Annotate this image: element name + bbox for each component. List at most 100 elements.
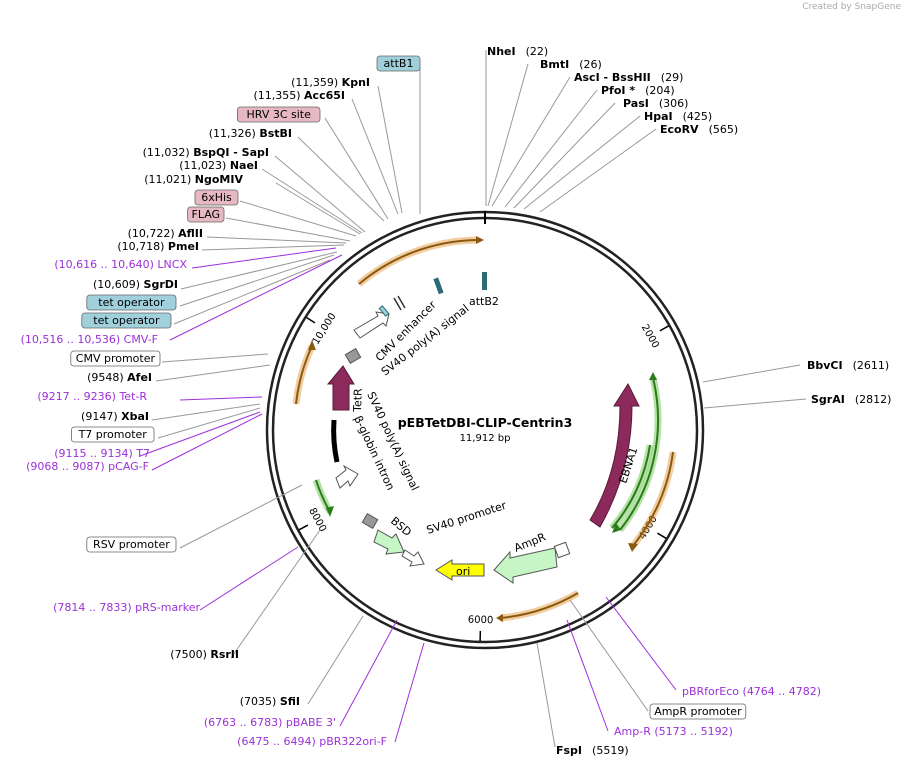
tetr-arrow (326, 365, 355, 411)
tick-label-4: 10,000 (311, 311, 339, 346)
enzyme-name: Acc65I (304, 89, 345, 102)
enzyme-position: (565) (709, 123, 739, 136)
enzyme-position: (5519) (592, 744, 629, 757)
ebna1-arrow (589, 382, 640, 528)
enzyme-position: (11,326) (209, 127, 260, 140)
enzyme-position: (7500) (170, 648, 210, 661)
attb1-marker (433, 277, 444, 295)
svg-text:attB1: attB1 (384, 57, 414, 70)
enzyme-name: KpnI (342, 76, 370, 89)
ampr-promoter-box (553, 541, 571, 559)
enzyme-label-right: BbvCI (2611) (807, 359, 889, 372)
svg-text:FLAG: FLAG (192, 208, 221, 221)
enzyme-label-right: SgrAI(2812) (811, 393, 891, 406)
enzyme-position: (306) (659, 97, 689, 110)
enzyme-position: (11,032) (143, 146, 194, 159)
enzyme-label-left: (7500) RsrII (170, 648, 239, 661)
primer-label: (6763 .. 6783) pBABE 3' (204, 716, 336, 729)
enzyme-name: BbvCI (807, 359, 843, 372)
primer-label: (10,616 .. 10,640) LNCX (54, 258, 187, 271)
enzyme-label-left: (10,609) SgrDI (93, 278, 178, 291)
tick-0 (659, 325, 669, 332)
enzyme-position: (204) (645, 84, 675, 97)
attb2-marker (482, 272, 487, 290)
enzyme-name: FspI (556, 744, 582, 757)
backbone (265, 210, 705, 650)
tick-1 (657, 532, 667, 539)
enzyme-label-left: (11,023) NaeI (179, 159, 258, 172)
enzyme-label-right: PasI (306) (623, 97, 688, 110)
plasmid-name: pEBTetDBI-CLIP-Centrin3 (398, 415, 573, 430)
plasmid-size: 11,912 bp (460, 433, 511, 444)
feature-label-box: attB1 (376, 55, 421, 72)
primer-label: (10,516 .. 10,536) CMV-F (21, 333, 158, 346)
enzyme-position: (9147) (81, 410, 121, 423)
feature-label-box: FLAG (187, 206, 225, 223)
enzyme-name: SfiI (280, 695, 300, 708)
tick-label-3: 8000 (306, 506, 328, 534)
enzyme-position: (2611) (853, 359, 890, 372)
sv40-polya-box-2 (361, 512, 379, 530)
sv40-polya-box (344, 347, 362, 365)
cmv-enhancer-arrow (353, 311, 390, 339)
enzyme-name: BstBI (259, 127, 292, 140)
enzyme-label-left: (11,326) BstBI (209, 127, 292, 140)
enzyme-label-left: (10,718) PmeI (117, 240, 199, 253)
enzyme-position: (10,722) (128, 227, 179, 240)
snapgene-credit: Created by SnapGene (802, 2, 901, 12)
svg-text:T7 promoter: T7 promoter (78, 428, 148, 441)
ori-arrow (435, 559, 485, 581)
enzyme-position: (11,355) (253, 89, 304, 102)
enzyme-label-left: (9548) AfeI (87, 371, 152, 384)
enzyme-label-left: (10,722) AflII (128, 227, 203, 240)
enzyme-position: (7035) (240, 695, 280, 708)
enzyme-name: BspQI - SapI (193, 146, 269, 159)
feature-label-box: T7 promoter (71, 426, 155, 443)
enzyme-name: AfeI (127, 371, 152, 384)
primer-leader-lines (139, 247, 677, 743)
bsd-arrow (373, 529, 405, 555)
attb2-label: attB2 (469, 295, 499, 308)
enzyme-position: (10,718) (117, 240, 168, 253)
enzyme-name: AscI - BssHII (574, 71, 651, 84)
primer-label: (6475 .. 6494) pBR322ori-F (237, 735, 387, 748)
left-labels: attB1 (11,359) KpnI(11,355) Acc65I HRV 3C … (21, 55, 421, 748)
enzyme-label-right: EcoRV(565) (660, 123, 738, 136)
ampr-arrow (493, 547, 558, 584)
enzyme-position: (29) (661, 71, 684, 84)
feature-label-box: HRV 3C site (236, 106, 321, 123)
primer-label: (9217 .. 9236) Tet-R (37, 390, 147, 403)
enzyme-name: NgoMIV (195, 173, 244, 186)
enzyme-position: (425) (683, 110, 713, 123)
feature-label-box: 6xHis (194, 189, 239, 206)
enzyme-label-left: (11,359) KpnI (291, 76, 370, 89)
enzyme-name: PasI (623, 97, 649, 110)
enzyme-position: (2812) (855, 393, 892, 406)
enzyme-position: (9548) (87, 371, 127, 384)
tetr-label: TetR (351, 388, 365, 413)
svg-text:tet operator: tet operator (93, 314, 160, 327)
enzyme-label-left: (11,355) Acc65I (253, 89, 345, 102)
svg-text:HRV 3C site: HRV 3C site (247, 108, 312, 121)
enzyme-position: (10,609) (93, 278, 144, 291)
tick-3 (298, 524, 309, 531)
enzyme-label-left: (11,032) BspQI - SapI (143, 146, 269, 159)
tet-operator-marker (378, 305, 390, 317)
enzyme-name: XbaI (121, 410, 149, 423)
svg-text:CMV promoter: CMV promoter (76, 352, 156, 365)
enzyme-name: RsrII (210, 648, 239, 661)
enzyme-label-right: PfoI *(204) (601, 84, 675, 97)
sv40-promoter-arrow (401, 549, 425, 567)
tick-4 (306, 316, 316, 324)
enzyme-label-left: (11,021) NgoMIV (144, 173, 243, 186)
feature-label-box: tet operator (81, 312, 172, 329)
tick-label-2: 6000 (468, 615, 494, 627)
enzyme-name: BmtI (540, 58, 569, 71)
beta-globin-arrow (335, 464, 359, 489)
primer-label: Amp-R (5173 .. 5192) (614, 725, 733, 738)
enzyme-label-right: FspI (5519) (556, 744, 629, 757)
right-enzyme-labels: NheI(22)BmtI(26)AscI - BssHII(29)PfoI *(… (487, 45, 891, 757)
enzyme-label-left: (7035) SfiI (240, 695, 300, 708)
feature-arcs (292, 236, 677, 622)
